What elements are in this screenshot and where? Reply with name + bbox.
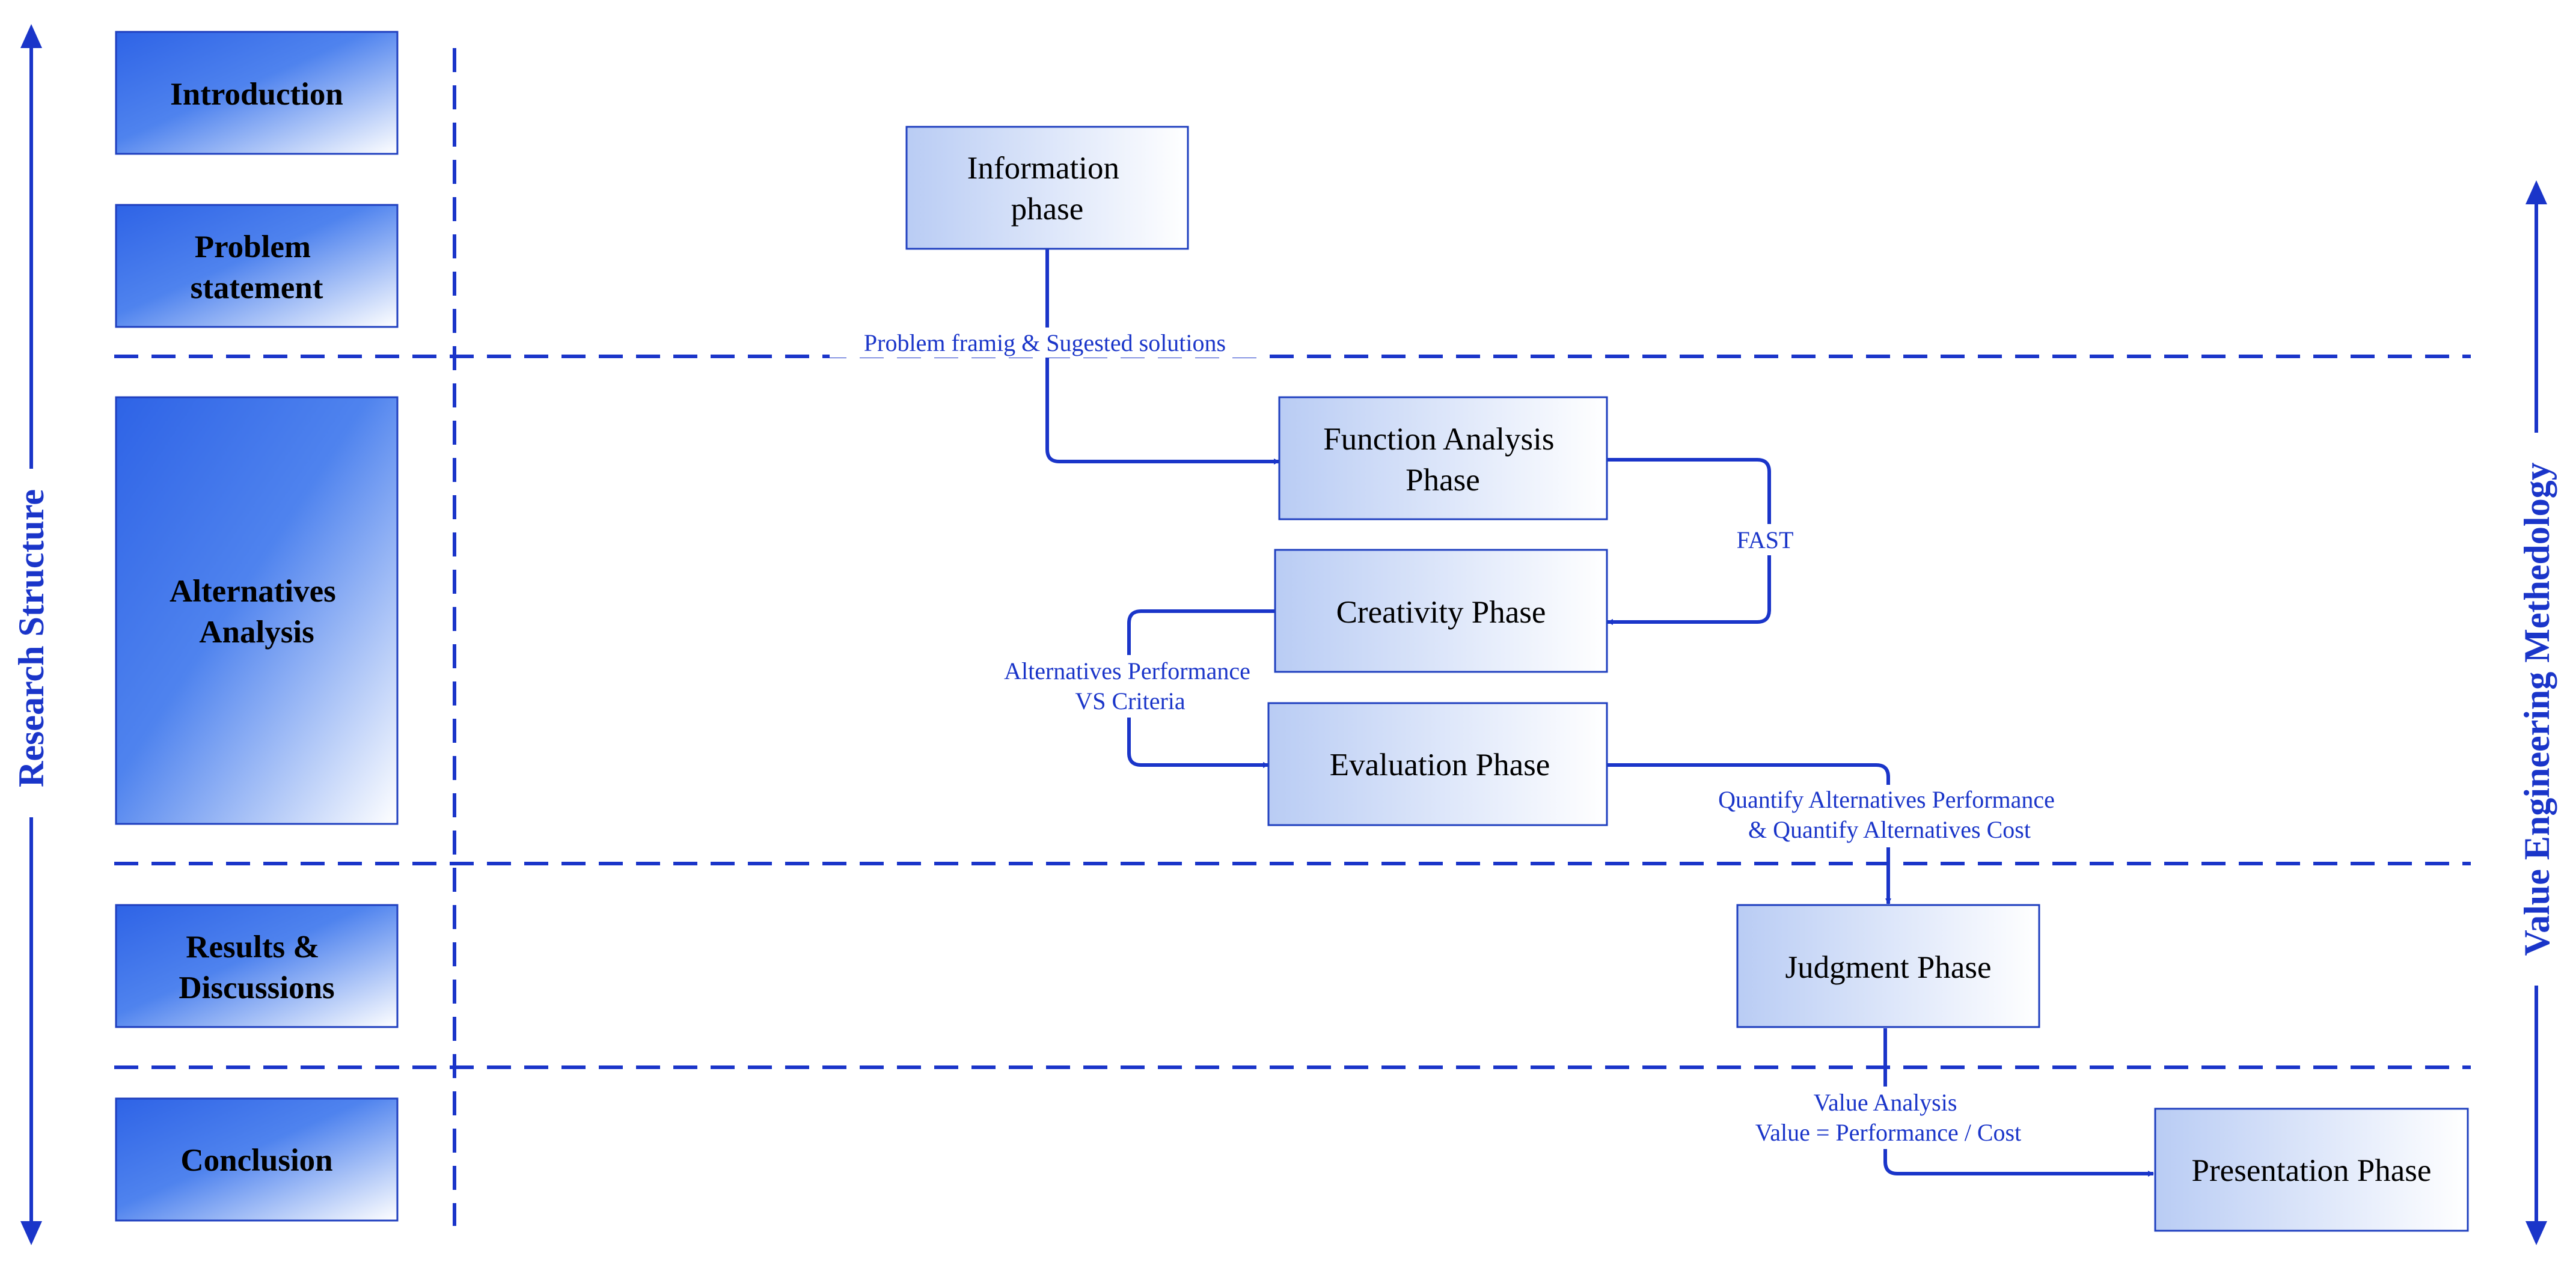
section-introduction: Introduction bbox=[115, 31, 399, 155]
phase-box bbox=[905, 126, 1189, 250]
section-box bbox=[115, 1097, 399, 1222]
section-label-line: Problem bbox=[195, 230, 311, 264]
phase-label-line: Presentation Phase bbox=[2192, 1153, 2432, 1188]
left-axis-arrow-up bbox=[20, 24, 42, 48]
phase-label-line: Evaluation Phase bbox=[1330, 748, 1550, 782]
connector-label-line: Value Analysis bbox=[1814, 1089, 1957, 1116]
phase-label: Creativity Phase bbox=[1336, 595, 1546, 630]
left-axis-label: Research Structure bbox=[11, 489, 51, 787]
connector-information-to-function bbox=[1045, 249, 1280, 465]
label-background bbox=[1725, 524, 1813, 555]
section-label: Conclusion bbox=[180, 1143, 332, 1178]
connector-judgment-to-presentation bbox=[1883, 1028, 2154, 1177]
section-results-discussions: Results & Discussions bbox=[115, 904, 399, 1028]
section-label: Introduction bbox=[170, 77, 343, 112]
connector-label-alternatives-criteria: Alternatives Performance VS Criteria bbox=[1004, 657, 1256, 715]
phase-box bbox=[1274, 549, 1608, 673]
phase-label: Presentation Phase bbox=[2192, 1153, 2432, 1188]
label-background bbox=[1689, 785, 2090, 847]
connector-label-line: Quantify Alternatives Performance bbox=[1718, 786, 2055, 813]
section-label-line: statement bbox=[191, 270, 323, 305]
phase-function-analysis: Function Analysis Phase bbox=[1278, 396, 1608, 520]
connector-label-line: Alternatives Performance bbox=[1004, 657, 1250, 684]
section-alternatives-analysis: Alternatives Analysis bbox=[115, 396, 399, 825]
connector-label-line: Value = Performance / Cost bbox=[1755, 1119, 2021, 1146]
phase-evaluation: Evaluation Phase bbox=[1267, 702, 1608, 826]
label-background bbox=[986, 655, 1272, 718]
section-dividers bbox=[114, 48, 2471, 1226]
phase-box bbox=[1267, 702, 1608, 826]
connector-label-line: & Quantify Alternatives Cost bbox=[1748, 816, 2031, 843]
right-axis-arrow-up bbox=[2526, 180, 2547, 204]
phase-label-line: Phase bbox=[1406, 463, 1480, 498]
section-conclusion: Conclusion bbox=[115, 1097, 399, 1222]
connector-label-line: VS Criteria bbox=[1075, 687, 1186, 715]
section-label-line: Results & bbox=[186, 930, 319, 965]
phase-label-line: Judgment Phase bbox=[1785, 950, 1992, 985]
phase-label-line: phase bbox=[1011, 192, 1084, 227]
connector-evaluation-to-judgment bbox=[1607, 763, 1891, 904]
section-label-line: Analysis bbox=[199, 615, 314, 650]
phase-label: Judgment Phase bbox=[1785, 950, 1992, 985]
connector-label-fast: FAST bbox=[1737, 526, 1794, 553]
section-problem-statement: Problem statement bbox=[115, 204, 399, 328]
phase-label-line: Creativity Phase bbox=[1336, 595, 1546, 630]
section-label-line: Alternatives bbox=[170, 574, 336, 609]
section-label-line: Introduction bbox=[170, 77, 343, 112]
phase-label: Evaluation Phase bbox=[1330, 748, 1550, 782]
phase-information: Information phase bbox=[905, 126, 1189, 250]
phase-judgment: Judgment Phase bbox=[1736, 904, 2040, 1028]
section-label: Results & Discussions bbox=[179, 930, 334, 1005]
section-box bbox=[115, 904, 399, 1028]
section-label: Problem statement bbox=[191, 230, 323, 305]
research-structure-axis: Research Structure bbox=[11, 24, 51, 1245]
section-box bbox=[115, 204, 399, 328]
phase-presentation: Presentation Phase bbox=[2154, 1108, 2469, 1232]
label-background bbox=[1731, 1087, 2044, 1149]
phase-creativity: Creativity Phase bbox=[1274, 549, 1608, 673]
phase-box bbox=[2154, 1108, 2469, 1232]
phase-boxes: Information phase Function Analysis Phas… bbox=[905, 126, 2469, 1232]
section-label-line: Discussions bbox=[179, 971, 334, 1005]
left-axis-arrow-down bbox=[20, 1221, 42, 1245]
section-label: Alternatives Analysis bbox=[170, 574, 344, 650]
right-axis-label: Value Engineering Methedology bbox=[2517, 462, 2557, 956]
connector-label-quantify: Quantify Alternatives Performance & Quan… bbox=[1718, 786, 2061, 843]
section-box bbox=[115, 396, 399, 825]
section-boxes: Introduction Problem statement Alternati… bbox=[115, 31, 399, 1222]
section-label-line: Conclusion bbox=[180, 1143, 332, 1178]
connector-label-problem-framing: Problem framig & Sugested solutions bbox=[864, 329, 1226, 356]
phase-box bbox=[1278, 396, 1608, 520]
connector-label-line: Problem framig & Sugested solutions bbox=[864, 329, 1226, 356]
phase-label-line: Function Analysis bbox=[1323, 422, 1554, 457]
connector-label-value-analysis: Value Analysis Value = Performance / Cos… bbox=[1755, 1089, 2021, 1146]
connector-label-line: FAST bbox=[1737, 526, 1794, 553]
right-axis-arrow-down bbox=[2526, 1221, 2547, 1245]
value-engineering-axis: Value Engineering Methedology bbox=[2517, 180, 2557, 1245]
phase-box bbox=[1736, 904, 2040, 1028]
phase-label: Function Analysis Phase bbox=[1323, 422, 1562, 498]
connector-labels: Problem framig & Sugested solutions FAST… bbox=[830, 328, 2090, 1149]
phase-label: Information phase bbox=[967, 151, 1127, 227]
label-background bbox=[830, 328, 1256, 358]
section-box bbox=[115, 31, 399, 155]
phase-label-line: Information bbox=[967, 151, 1119, 186]
